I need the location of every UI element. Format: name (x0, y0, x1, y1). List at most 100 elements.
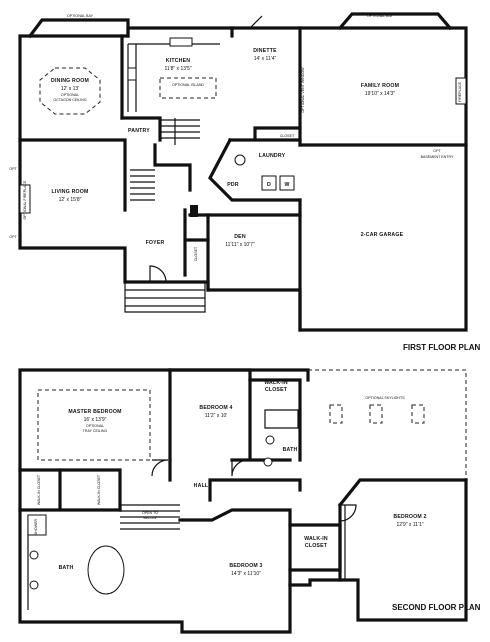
optional-bay-left-wall (27, 18, 130, 39)
washer (279, 175, 295, 191)
skylight-2 (369, 404, 383, 424)
hall-bath-tub (264, 409, 299, 429)
living-fireplace (19, 184, 31, 214)
optional-vent-window: OPTIONAL VENT WINDOW (301, 67, 305, 113)
first-floor-outer-wall (18, 26, 468, 332)
kitchen-range (127, 67, 137, 81)
stair-treads-1 (160, 118, 200, 145)
master-sink-2 (29, 580, 39, 590)
walkin-top-label: WALK-IN (264, 380, 288, 386)
hall-toilet (265, 435, 275, 445)
stair-treads-2 (130, 169, 155, 201)
dryer (261, 175, 277, 191)
foyer-closet-wall (183, 208, 210, 277)
optional-bay-left: OPTIONAL BAY (67, 14, 94, 18)
foyer-door (149, 265, 167, 283)
living-room-label: LIVING ROOM (51, 189, 88, 195)
dinette-label: DINETTE (253, 48, 277, 54)
dinette-dim: 14' x 11'4" (254, 56, 277, 62)
porch-steps (125, 289, 205, 307)
walkin-right-label: WALK-IN (304, 536, 328, 542)
bedroom2-label: BEDROOM 2 (393, 514, 426, 520)
pdr-label: PDR (227, 182, 239, 188)
optional-fireplace-label: OPTIONAL FIREPLACE (23, 180, 27, 220)
first-floor-title: FIRST FLOOR PLAN (403, 343, 481, 352)
den-fireplace (190, 205, 198, 217)
stairs-open-to-below (120, 504, 180, 530)
dining-octagon-ceiling (39, 67, 101, 115)
bedroom2-door (339, 504, 357, 522)
family-room-dim: 19'10" x 14'3" (365, 91, 395, 97)
garage-label: 2-CAR GARAGE (361, 232, 404, 238)
hall-walls (168, 458, 302, 502)
den-label: DEN (234, 234, 246, 240)
bedroom3-dim: 14'3" x 11'10" (231, 571, 261, 577)
walkin-mid-label: WALK-IN CLOSET (97, 474, 101, 505)
master-bottom-wall (18, 468, 122, 512)
below-label: BELOW (144, 516, 158, 520)
opt-left-bottom: OPT (9, 235, 17, 239)
skylight-1 (329, 404, 343, 424)
laundry-closet-label: CLOSET (280, 134, 295, 138)
fireplace-label: FIREPLACE (458, 81, 462, 102)
foyer-label: FOYER (146, 240, 165, 246)
optional-skylights-label: OPTIONAL SKYLIGHTS (365, 396, 405, 400)
bedroom4-walls (168, 368, 292, 462)
pdr-toilet (234, 154, 246, 166)
dining-note-1: OPTIONAL (61, 93, 79, 97)
bedroom4-label: BEDROOM 4 (199, 405, 232, 411)
kitchen-dim: 11'8" x 13'5" (164, 66, 191, 72)
pantry-label: PANTRY (128, 128, 150, 134)
second-floor-labels: OPTIONAL SKYLIGHTS MASTER BEDROOM 16' x … (34, 380, 481, 612)
walkin-top-walls (248, 378, 302, 462)
living-room-dim: 12' x 15'8" (59, 197, 82, 203)
washer-label: W (284, 182, 289, 188)
porch (124, 282, 206, 313)
walkin-closets-wall (18, 468, 122, 512)
opt-right: OPT (433, 149, 441, 153)
stair-wall (153, 143, 192, 192)
first-floor-labels: OPTIONAL BAY OPTIONAL BAY DINING ROOM 12… (9, 14, 480, 352)
optional-skylights-area (308, 369, 467, 480)
master-bedroom-label: MASTER BEDROOM (68, 409, 121, 415)
master-door (151, 459, 169, 477)
master-sink-1 (29, 550, 39, 560)
skylight-3 (411, 404, 425, 424)
master-shower (27, 514, 47, 536)
first-floor-plan (18, 12, 468, 332)
opt-left-top: OPT (9, 167, 17, 171)
kitchen-sink (169, 37, 193, 47)
master-bath-label: BATH (59, 565, 74, 571)
kitchen-label: KITCHEN (166, 58, 191, 64)
optional-island: OPTIONAL ISLAND (172, 83, 204, 87)
bedroom2-walls (337, 478, 468, 582)
pantry-wall (120, 116, 162, 142)
shower-label: SHOWER (34, 519, 38, 536)
optional-bay-right-wall (337, 12, 453, 31)
master-tray-ceiling (37, 389, 151, 461)
walkin-right-label-2: CLOSET (305, 543, 328, 549)
second-floor-title: SECOND FLOOR PLAN (392, 603, 481, 612)
optional-bay-right: OPTIONAL BAY (367, 14, 394, 18)
dinette-door (249, 15, 263, 29)
laundry-wall (228, 126, 302, 142)
den-dim: 11'11" x 10'7" (225, 242, 255, 248)
hall-sink (263, 457, 273, 467)
family-room-label: FAMILY ROOM (361, 83, 399, 89)
bedroom4-dim: 11'2" x 10' (205, 413, 228, 419)
dining-room-dim: 12' x 13' (61, 86, 79, 92)
pdr-wall (208, 137, 302, 202)
bedroom4-door (231, 459, 249, 477)
hall-label: HALL (194, 483, 209, 489)
laundry-label: LAUNDRY (259, 153, 286, 159)
fireplace-box (455, 77, 467, 105)
bedroom3-label: BEDROOM 3 (229, 563, 262, 569)
bedroom2-dim: 12'9" x 11'1" (396, 522, 423, 528)
dryer-label: D (267, 182, 271, 188)
second-floor-plan (18, 368, 468, 634)
master-bedroom-dim: 16' x 13'9" (84, 417, 107, 423)
master-tub (87, 545, 125, 595)
dining-note-2: OCTAGON CEILING (53, 98, 86, 102)
master-note-1: OPTIONAL (86, 424, 104, 428)
